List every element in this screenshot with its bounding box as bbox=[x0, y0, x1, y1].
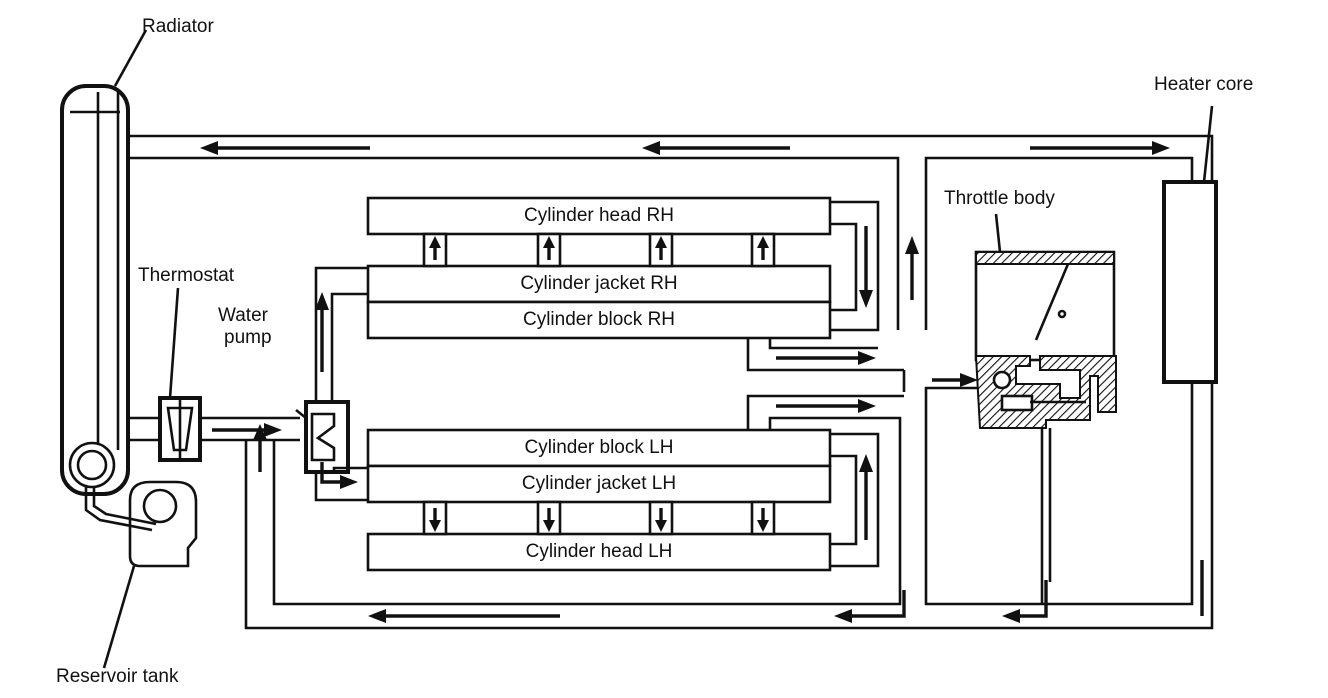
thermostat bbox=[128, 396, 300, 462]
radiator-leader bbox=[113, 29, 148, 87]
cylinder-head-rh-label: Cylinder head RH bbox=[524, 205, 674, 226]
lh-bank bbox=[366, 394, 904, 572]
outer-bottom-pipe bbox=[244, 382, 1214, 630]
throttle-loop-pipe bbox=[924, 382, 1194, 606]
heater-core bbox=[1162, 180, 1218, 384]
water-pump-label-line1: Water bbox=[218, 305, 268, 326]
pump-lh-feed bbox=[314, 472, 368, 502]
cylinder-jacket-lh-label: Cylinder jacket LH bbox=[521, 473, 677, 494]
cylinder-jacket-rh-label: Cylinder jacket RH bbox=[520, 273, 678, 294]
flow-arrows bbox=[200, 141, 1204, 623]
throttle-body bbox=[974, 250, 1117, 604]
reservoir-leader bbox=[102, 565, 136, 669]
reservoir-tank bbox=[84, 480, 198, 568]
throttle-body-label: Throttle body bbox=[944, 188, 1055, 209]
thermostat-label: Thermostat bbox=[138, 265, 235, 286]
reservoir-tank-label: Reservoir tank bbox=[56, 666, 179, 687]
heater-core-label: Heater core bbox=[1154, 74, 1254, 95]
rh-bank bbox=[366, 196, 906, 392]
pump-rh-feed bbox=[314, 266, 368, 402]
throttle-body-leader bbox=[994, 213, 1002, 253]
water-pump bbox=[295, 400, 350, 474]
pump-rh-feed-inner bbox=[330, 292, 368, 402]
radiator bbox=[60, 84, 130, 496]
thermostat-leader bbox=[168, 287, 180, 399]
cylinder-block-rh-label: Cylinder block RH bbox=[522, 309, 676, 330]
heater-core-leader bbox=[1202, 105, 1214, 183]
cylinder-head-lh-label: Cylinder head LH bbox=[525, 541, 673, 562]
pump-lh-feed-inner bbox=[332, 466, 368, 472]
cylinder-block-lh-label: Cylinder block LH bbox=[524, 437, 674, 458]
water-pump-label-line2: pump bbox=[224, 327, 272, 348]
inner-bottom-pipe bbox=[272, 416, 902, 606]
radiator-label: Radiator bbox=[142, 16, 214, 37]
top-return-pipe bbox=[128, 134, 1214, 330]
